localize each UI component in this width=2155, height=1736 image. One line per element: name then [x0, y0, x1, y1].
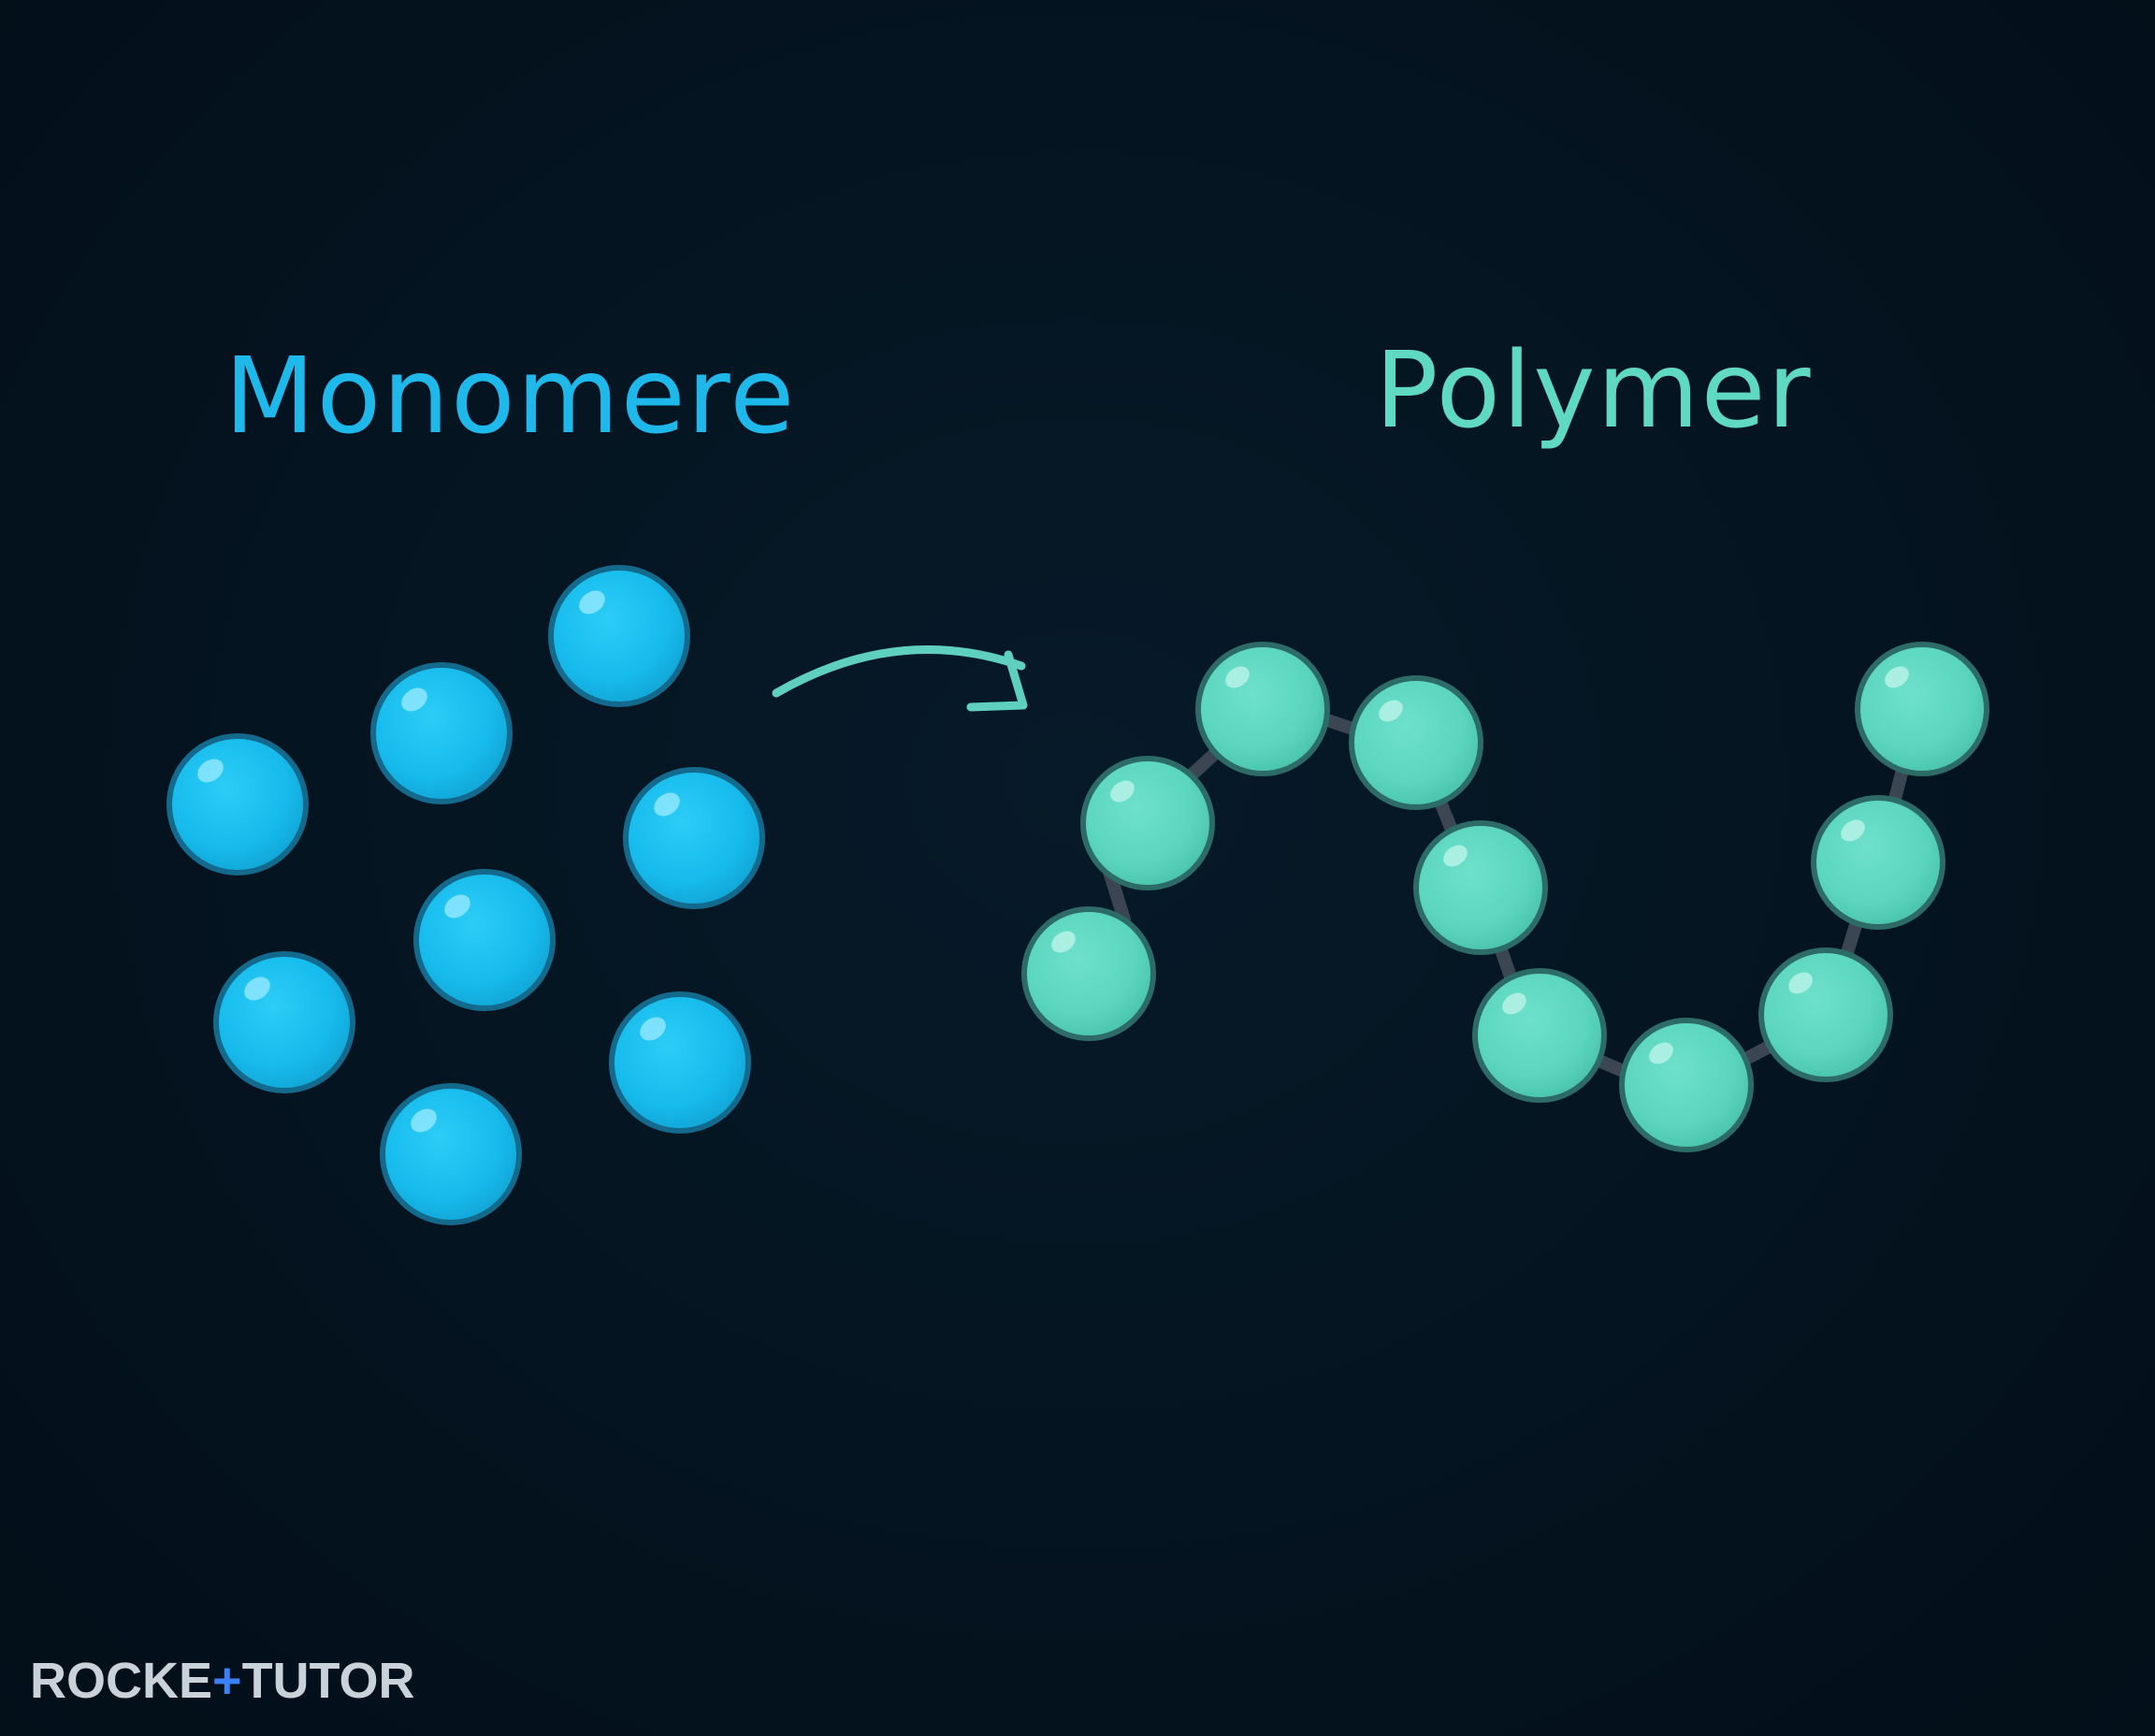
polymer-bead — [1413, 820, 1548, 955]
monomer-sphere — [609, 991, 751, 1134]
polymer-bead — [1080, 756, 1215, 890]
polymer-bead — [1811, 795, 1945, 930]
brand-logo-part: ROCKE — [30, 1653, 213, 1709]
polymer-bead — [1619, 1018, 1754, 1152]
monomer-sphere — [623, 767, 765, 909]
monomer-sphere — [548, 565, 690, 707]
polymer-bead — [1195, 642, 1330, 776]
monomer-sphere — [166, 733, 309, 875]
curved-arrow-right-icon — [772, 645, 1028, 712]
polymer-chain — [1021, 642, 1989, 1152]
monomer-sphere — [413, 869, 556, 1011]
monomer-sphere — [370, 662, 513, 804]
polymer-bead — [1758, 948, 1893, 1082]
polymer-bead — [1021, 906, 1156, 1041]
brand-logo: ROCKE+TUTOR — [30, 1656, 415, 1706]
polymer-bead — [1472, 968, 1607, 1103]
polymer-bead — [1349, 675, 1483, 810]
polymer-label: Polymer — [1375, 330, 1813, 452]
monomers-label: Monomere — [224, 336, 797, 457]
polymer-bead — [1855, 642, 1989, 776]
monomers-group — [166, 565, 765, 1225]
brand-logo-plus: + — [212, 1653, 242, 1709]
monomer-sphere — [213, 951, 355, 1093]
brand-logo-part: TUTOR — [241, 1653, 415, 1709]
monomer-sphere — [380, 1083, 522, 1225]
